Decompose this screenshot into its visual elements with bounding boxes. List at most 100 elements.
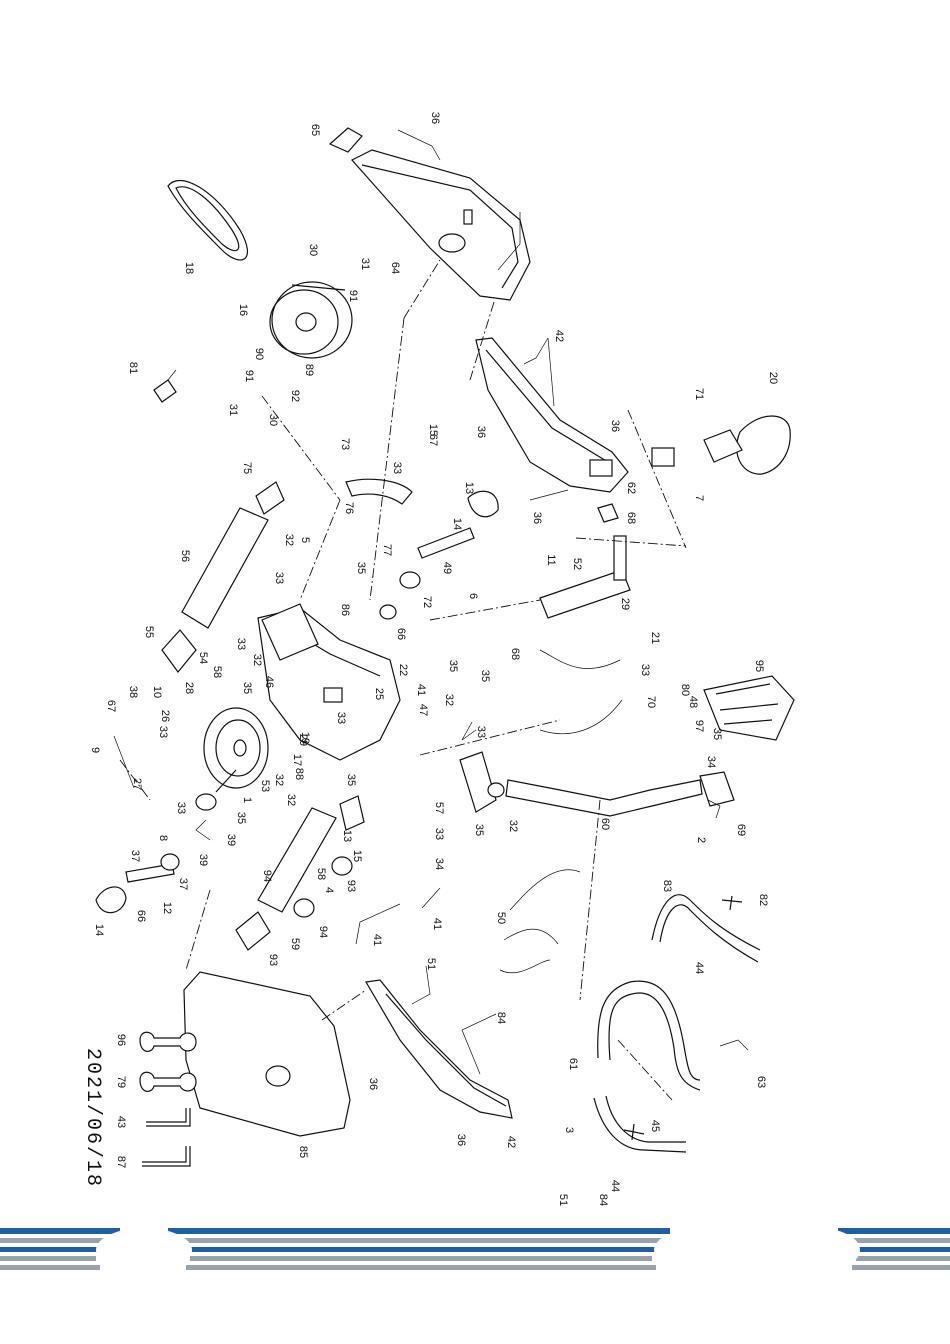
part-label-30: 30 — [267, 414, 279, 426]
part-label-32: 32 — [283, 534, 295, 546]
part-label-88: 88 — [293, 768, 305, 780]
part-label-14: 14 — [93, 924, 105, 936]
part-label-84: 84 — [495, 1012, 507, 1024]
part-label-54: 54 — [197, 652, 209, 664]
part-label-32: 32 — [273, 774, 285, 786]
part-label-39: 39 — [197, 854, 209, 866]
part-label-48: 48 — [687, 696, 699, 708]
part-label-32: 32 — [251, 654, 263, 666]
part-label-71: 71 — [693, 388, 705, 400]
part-label-61: 61 — [567, 1058, 579, 1070]
part-label-32: 32 — [507, 820, 519, 832]
part-label-66: 66 — [135, 910, 147, 922]
part-label-69: 69 — [735, 824, 747, 836]
part-label-85: 85 — [297, 1146, 309, 1158]
part-label-51: 51 — [557, 1194, 569, 1206]
part-label-41: 41 — [431, 918, 443, 930]
part-label-36: 36 — [367, 1078, 379, 1090]
part-label-46: 46 — [263, 676, 275, 688]
part-label-35: 35 — [345, 774, 357, 786]
part-label-20: 20 — [767, 372, 779, 384]
part-label-33: 33 — [391, 462, 403, 474]
part-label-58: 58 — [211, 666, 223, 678]
wrench-icon — [139, 1071, 197, 1092]
part-label-2: 2 — [695, 837, 707, 843]
part-label-1: 1 — [241, 797, 253, 803]
part-label-94: 94 — [261, 870, 273, 882]
part-label-95: 95 — [753, 660, 765, 672]
part-label-44: 44 — [693, 962, 705, 974]
part-label-60: 60 — [599, 818, 611, 830]
part-label-18: 18 — [183, 262, 195, 274]
part-label-56: 56 — [179, 550, 191, 562]
part-label-36: 36 — [429, 112, 441, 124]
part-label-33: 33 — [335, 712, 347, 724]
part-label-57: 57 — [433, 802, 445, 814]
part-label-5: 5 — [299, 537, 311, 543]
part-label-62: 62 — [625, 482, 637, 494]
tool-number-96: 96 — [115, 1034, 127, 1046]
part-label-70: 70 — [645, 696, 657, 708]
part-label-29: 29 — [297, 734, 309, 746]
assembly-lines — [119, 259, 687, 1101]
part-label-7: 7 — [693, 495, 705, 501]
part-label-22: 22 — [397, 664, 409, 676]
part-label-91: 91 — [243, 370, 255, 382]
part-label-14: 14 — [451, 518, 463, 530]
part-label-3: 3 — [563, 1127, 575, 1133]
part-label-42: 42 — [553, 330, 565, 342]
part-label-32: 32 — [285, 794, 297, 806]
part-label-35: 35 — [711, 728, 723, 740]
part-label-67: 67 — [105, 700, 117, 712]
part-label-86: 86 — [339, 604, 351, 616]
part-label-15: 15 — [351, 850, 363, 862]
part-label-35: 35 — [355, 562, 367, 574]
part-label-35: 35 — [447, 660, 459, 672]
part-label-93: 93 — [345, 880, 357, 892]
part-label-35: 35 — [235, 812, 247, 824]
tool-number-79: 79 — [115, 1076, 127, 1088]
part-label-33: 33 — [273, 572, 285, 584]
part-label-49: 49 — [441, 562, 453, 574]
part-label-41: 41 — [371, 934, 383, 946]
part-label-45: 45 — [649, 1120, 661, 1132]
part-label-33: 33 — [433, 828, 445, 840]
part-label-63: 63 — [755, 1076, 767, 1088]
part-label-89: 89 — [303, 364, 315, 376]
part-label-81: 81 — [127, 362, 139, 374]
tools-legend: 96 79 43 87 — [115, 1031, 197, 1168]
part-label-32: 32 — [443, 694, 455, 706]
part-label-11: 11 — [545, 554, 557, 565]
part-label-17: 17 — [291, 754, 303, 766]
part-label-91: 91 — [347, 290, 359, 302]
part-label-34: 34 — [433, 858, 445, 870]
part-label-94: 94 — [317, 926, 329, 938]
part-label-9: 9 — [89, 747, 101, 753]
part-label-35: 35 — [473, 824, 485, 836]
part-label-75: 75 — [241, 462, 253, 474]
part-label-77: 77 — [381, 544, 393, 556]
hex-key-icon — [142, 1146, 191, 1167]
part-label-83: 83 — [661, 880, 673, 892]
part-label-44: 44 — [609, 1180, 621, 1192]
part-label-29: 29 — [619, 598, 631, 610]
part-label-58: 58 — [315, 868, 327, 880]
part-label-52: 52 — [571, 558, 583, 570]
part-label-31: 31 — [359, 258, 371, 270]
part-label-41: 41 — [415, 684, 427, 696]
part-label-33: 33 — [235, 638, 247, 650]
part-label-8: 8 — [157, 835, 169, 841]
part-label-73: 73 — [339, 438, 351, 450]
part-label-55: 55 — [143, 626, 155, 638]
part-label-10: 10 — [151, 686, 163, 698]
part-label-26: 26 — [159, 710, 171, 722]
part-label-31: 31 — [227, 404, 239, 416]
part-label-28: 28 — [183, 682, 195, 694]
part-label-21: 21 — [649, 632, 661, 644]
part-label-27: 27 — [131, 778, 143, 790]
part-label-64: 64 — [389, 262, 401, 274]
part-label-67: 67 — [427, 434, 439, 446]
part-label-65: 65 — [309, 124, 321, 136]
part-label-51: 51 — [425, 958, 437, 970]
part-label-33: 33 — [175, 802, 187, 814]
